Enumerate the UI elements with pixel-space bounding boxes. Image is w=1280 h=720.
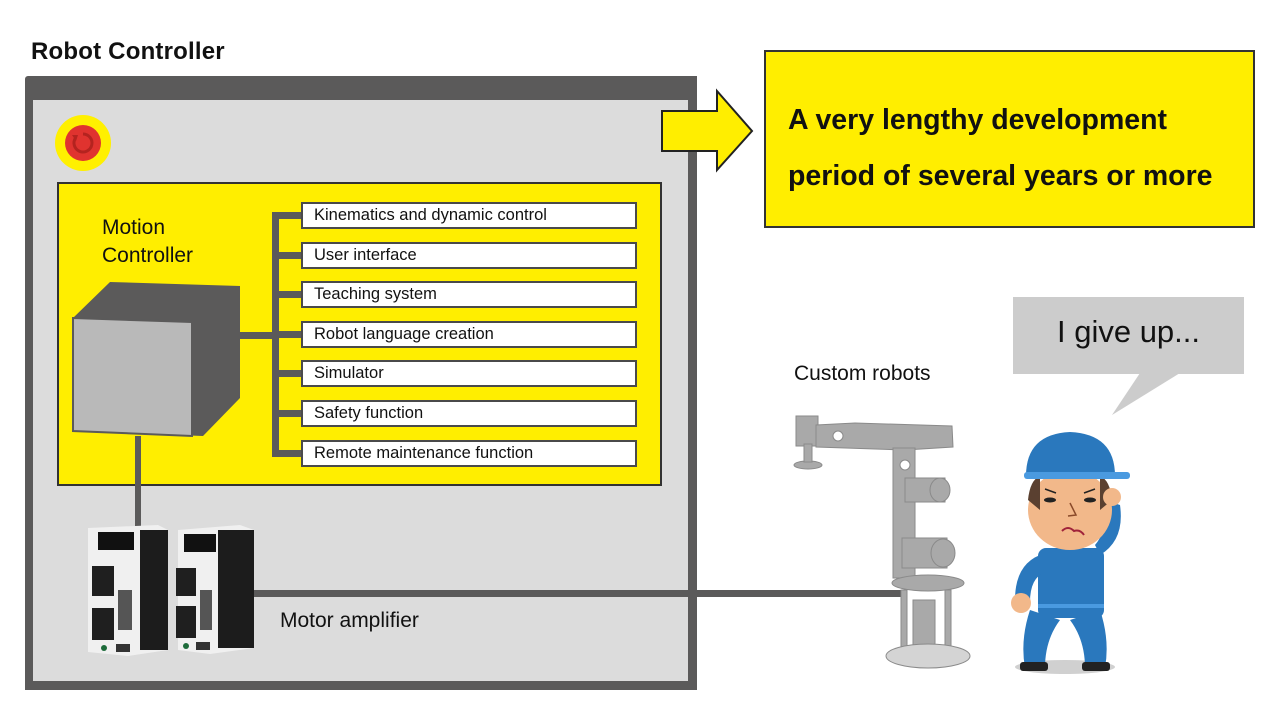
function-branch-line (272, 331, 302, 338)
function-item: Teaching system (301, 281, 637, 308)
function-branch-line (272, 370, 302, 377)
diagram-title: Robot Controller (31, 38, 225, 65)
motor-amplifier-label: Motor amplifier (280, 609, 419, 632)
function-branch-line (272, 410, 302, 417)
result-callout: A very lengthy development period of sev… (764, 50, 1255, 228)
function-branch-line (272, 252, 302, 259)
function-item: Remote maintenance function (301, 440, 637, 467)
result-line2: period of several years or more (788, 160, 1213, 192)
speech-bubble: I give up... (1013, 297, 1244, 374)
function-item: Safety function (301, 400, 637, 427)
function-branch-line (272, 212, 302, 219)
motion-controller-label-line2: Controller (102, 244, 194, 267)
motor-amplifier-2 (176, 525, 254, 654)
function-branch-line (272, 291, 302, 298)
result-line1: A very lengthy development (788, 104, 1168, 136)
motor-amplifier-1 (88, 525, 168, 656)
motion-controller-label-line1: Motion (102, 216, 166, 239)
custom-robots-label: Custom robots (794, 362, 931, 385)
function-item: Robot language creation (301, 321, 637, 348)
function-item: User interface (301, 242, 637, 269)
function-item: Kinematics and dynamic control (301, 202, 637, 229)
motion-controller-cube-icon (72, 282, 240, 438)
arrow-right-icon (661, 88, 754, 173)
speech-bubble-text: I give up... (1056, 314, 1201, 349)
motion-controller-label: Motion Controller (102, 214, 193, 270)
emergency-stop-icon (55, 115, 111, 171)
function-item: Simulator (301, 360, 637, 387)
function-branch-line (272, 450, 302, 457)
